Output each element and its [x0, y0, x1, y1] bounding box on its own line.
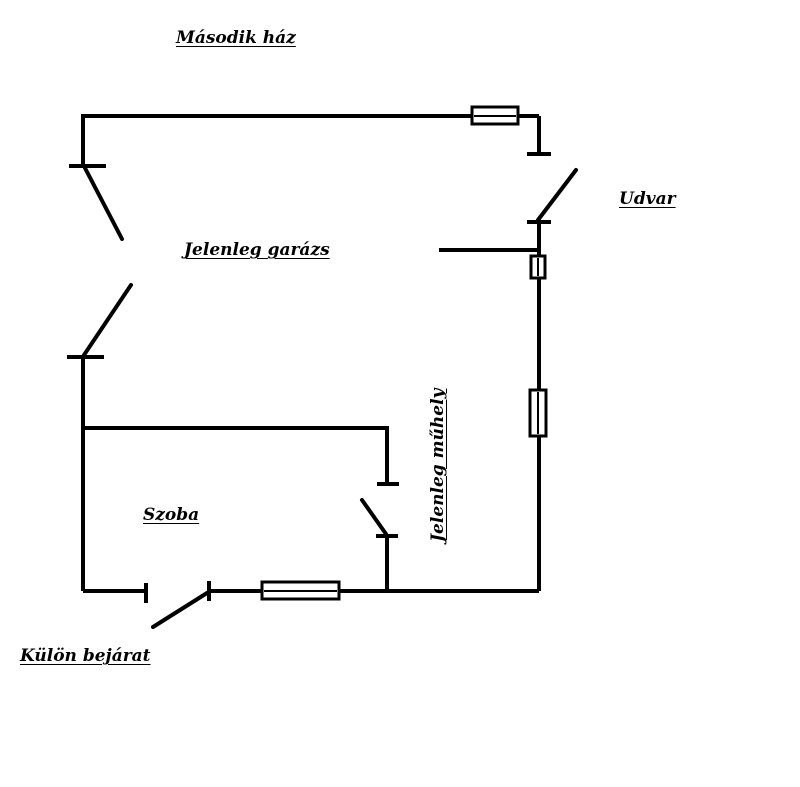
- yard-door: [536, 168, 578, 222]
- room-label: Szoba: [143, 505, 200, 525]
- wall-top-left: [81, 114, 472, 168]
- plan-title: Második ház: [176, 28, 296, 48]
- window-bottom: [260, 580, 341, 601]
- garage-door-upper: [83, 166, 124, 241]
- garage-door-lower: [82, 283, 133, 357]
- separate-entrance-label: Külön bejárat: [20, 646, 151, 666]
- garage-label: Jelenleg garázs: [184, 240, 330, 260]
- entrance-door: [151, 591, 209, 629]
- room-door: [360, 498, 388, 536]
- wall-room-top: [83, 426, 389, 484]
- window-right-large: [528, 388, 548, 438]
- window-right-small: [529, 254, 547, 280]
- window-top: [470, 105, 520, 126]
- yard-label: Udvar: [619, 189, 676, 209]
- workshop-label: Jelenleg műhely: [428, 388, 448, 542]
